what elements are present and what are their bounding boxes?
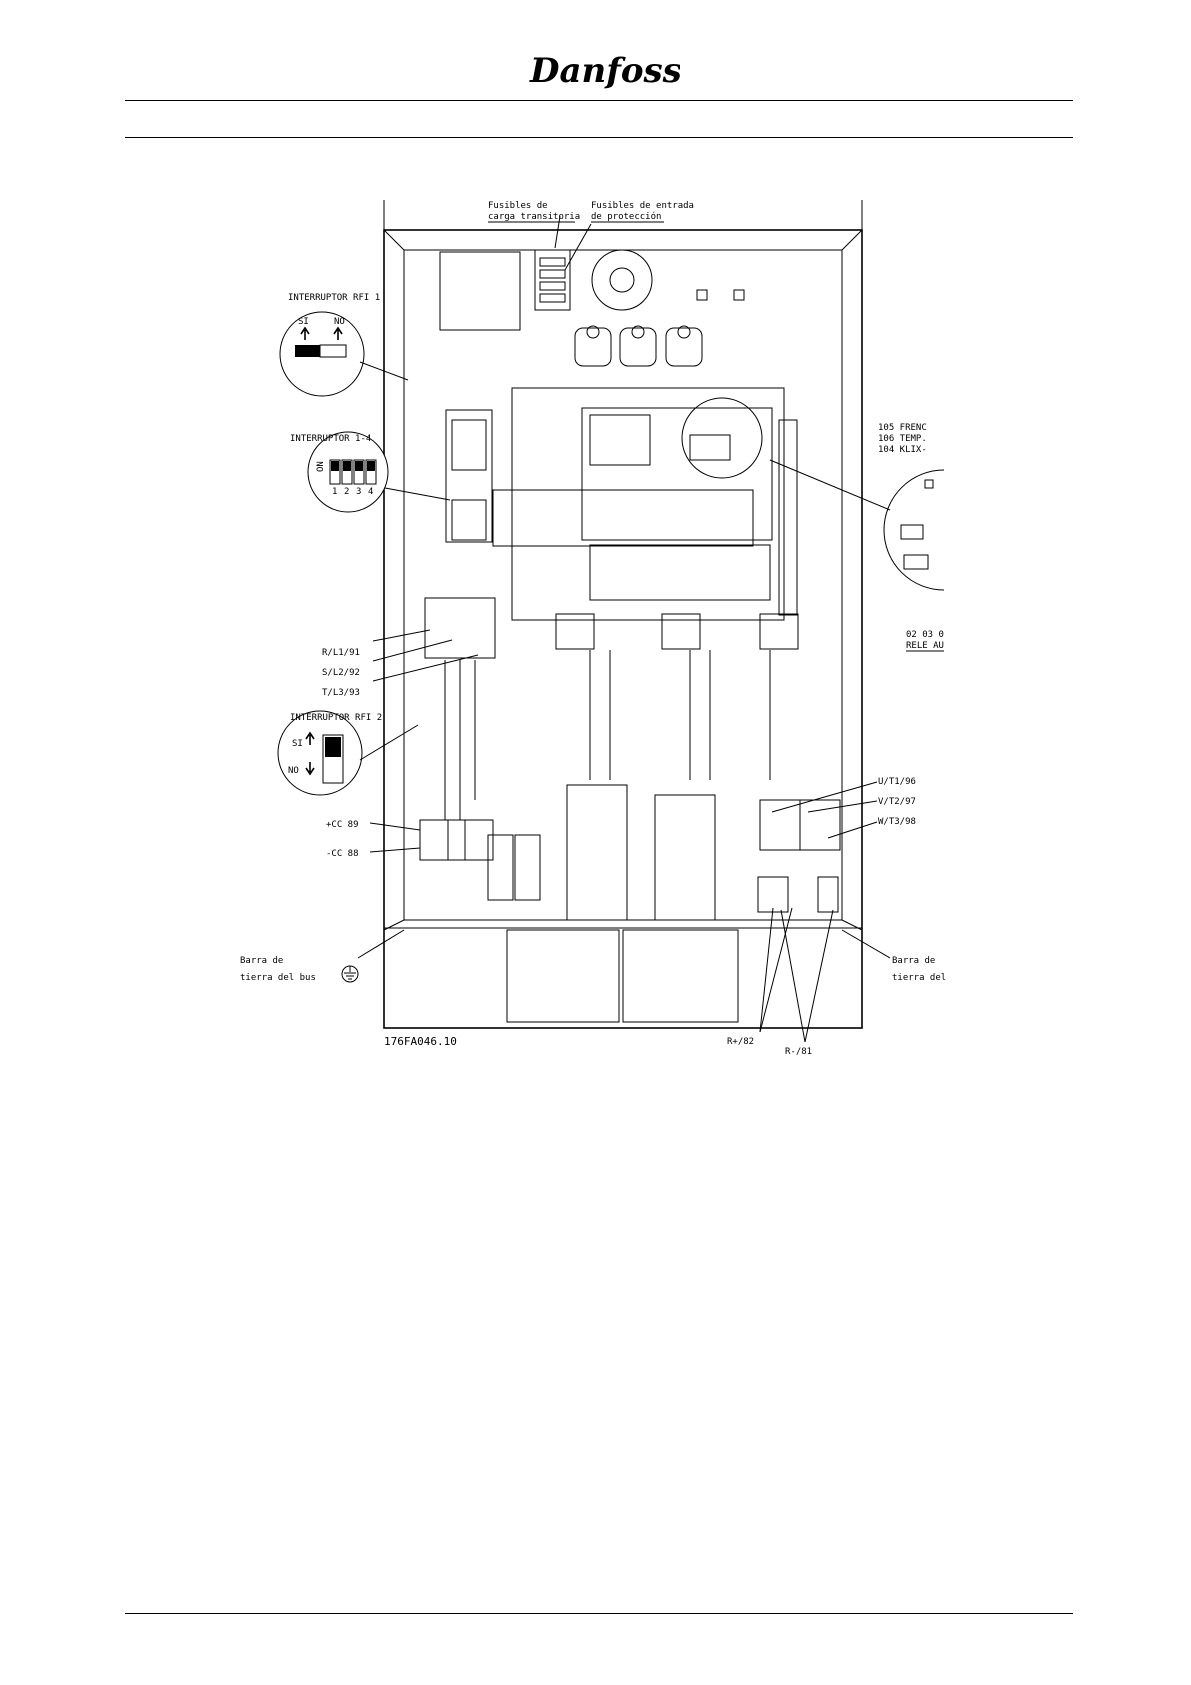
- label-bus-ground-right-1: Barra de: [892, 956, 935, 966]
- label-ut1: U/T1/96: [878, 777, 916, 787]
- label-fuse-transient-2: carga transitoria: [488, 212, 580, 222]
- label-wt3: W/T3/98: [878, 817, 916, 827]
- label-cc89: +CC 89: [326, 820, 359, 830]
- danfoss-logo: Danfoss: [520, 40, 682, 100]
- label-sw14-1: 1: [332, 487, 337, 497]
- header-rule-top: [125, 100, 1073, 101]
- capacitors: [574, 325, 703, 367]
- label-sl2: S/L2/92: [322, 668, 360, 678]
- label-sw14-on: ON: [316, 461, 326, 472]
- diagram-code: 176FA046.10: [384, 1035, 457, 1048]
- input-terminals: [419, 597, 541, 901]
- label-relay-title: RELE AU: [906, 641, 944, 651]
- label-rfi2-no: NO: [288, 766, 299, 776]
- label-relay-104: 104 KLIX-: [878, 445, 927, 455]
- leader-lines: [357, 215, 891, 1043]
- label-bus-ground-left-2: tierra del bus: [240, 973, 316, 983]
- label-rfi1-no: NO: [334, 317, 345, 327]
- header-rule-bottom: [125, 137, 1073, 138]
- label-rfi2-si: SI: [292, 739, 303, 749]
- label-sw14-title: INTERRUPTOR 1-4: [290, 434, 371, 444]
- footer-rule: [125, 1613, 1073, 1614]
- label-vt2: V/T2/97: [878, 797, 916, 807]
- rfi2-callout: [277, 710, 363, 796]
- busbars: [555, 613, 841, 921]
- label-relay-105: 105 FRENC: [878, 423, 927, 433]
- label-sw14-2: 2: [344, 487, 349, 497]
- ground-icon: [341, 965, 359, 983]
- label-rl1: R/L1/91: [322, 648, 360, 658]
- relay-callout: [883, 469, 945, 591]
- label-rfi2-title: INTERRUPTOR RFI 2: [290, 713, 382, 723]
- label-rminus: R-/81: [785, 1047, 812, 1057]
- control-boards: [445, 387, 798, 621]
- label-rplus: R+/82: [727, 1037, 754, 1047]
- fuse-block: [439, 249, 745, 331]
- label-fuse-input-2: de protección: [591, 211, 661, 222]
- callouts: [277, 311, 945, 796]
- label-fuse-transient-1: Fusibles de: [488, 201, 548, 211]
- label-sw14-4: 4: [368, 487, 373, 497]
- label-cc88: -CC 88: [326, 849, 359, 859]
- label-bus-ground-right-2: tierra del: [892, 973, 946, 983]
- label-tl3: T/L3/93: [322, 688, 360, 698]
- label-rfi1-title: INTERRUPTOR RFI 1: [288, 293, 380, 303]
- label-sw14-3: 3: [356, 487, 361, 497]
- label-rfi1-si: SI: [298, 317, 309, 327]
- label-relay-106: 106 TEMP.: [878, 434, 927, 444]
- label-bus-ground-left-1: Barra de: [240, 956, 283, 966]
- label-relay-nums: 02 03 0: [906, 630, 944, 640]
- logo-text: Danfoss: [529, 51, 680, 91]
- label-fuse-input-1: Fusibles de entrada: [591, 201, 694, 211]
